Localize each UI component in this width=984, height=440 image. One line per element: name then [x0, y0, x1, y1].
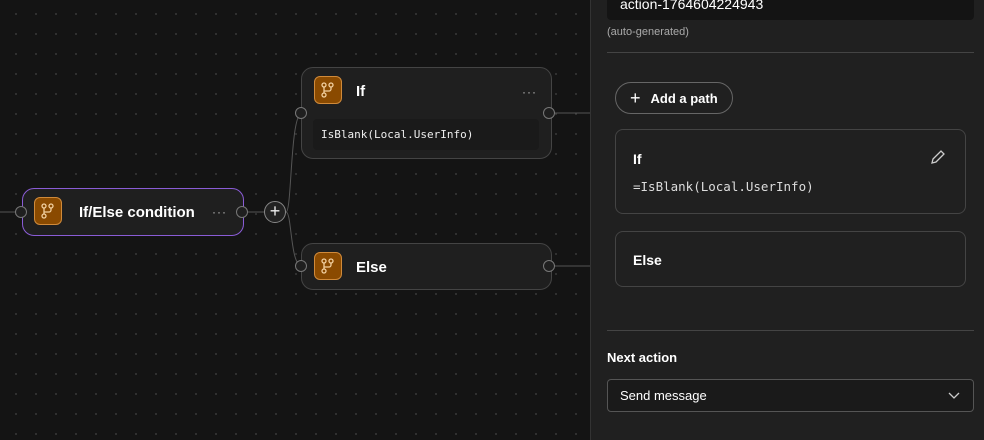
next-action-value: Send message: [620, 388, 707, 403]
output-port[interactable]: [236, 206, 248, 218]
chevron-down-icon: [947, 388, 961, 403]
path-card-else[interactable]: Else: [615, 231, 966, 287]
path-expression: =IsBlank(Local.UserInfo): [633, 179, 814, 194]
plus-icon: +: [630, 87, 641, 108]
node-if-else-condition[interactable]: If/Else condition ···: [22, 188, 244, 236]
divider: [607, 52, 974, 53]
node-if[interactable]: If ··· IsBlank(Local.UserInfo): [301, 67, 552, 159]
path-title: Else: [633, 252, 662, 268]
next-action-label: Next action: [607, 350, 678, 365]
node-title: If/Else condition: [79, 204, 195, 221]
flow-canvas[interactable]: If/Else condition ··· + If ··· IsBlank(L…: [0, 0, 590, 440]
branch-icon: [314, 76, 342, 104]
output-port[interactable]: [543, 260, 555, 272]
branch-icon: [314, 252, 342, 280]
more-options-icon[interactable]: ···: [212, 205, 227, 219]
next-action-select[interactable]: Send message: [607, 379, 974, 412]
output-port[interactable]: [543, 107, 555, 119]
node-title: If: [356, 83, 366, 100]
add-path-button[interactable]: + Add a path: [615, 82, 733, 114]
properties-panel: action-1764604224943 (auto-generated) + …: [590, 0, 984, 440]
input-port[interactable]: [295, 260, 307, 272]
path-title: If: [633, 151, 642, 167]
condition-expression: IsBlank(Local.UserInfo): [313, 119, 539, 150]
action-id-hint: (auto-generated): [607, 26, 689, 38]
more-options-icon[interactable]: ···: [522, 85, 537, 99]
add-step-button[interactable]: +: [264, 201, 286, 223]
action-id-field[interactable]: action-1764604224943: [607, 0, 974, 20]
path-card-if[interactable]: If =IsBlank(Local.UserInfo): [615, 129, 966, 214]
node-else[interactable]: Else: [301, 243, 552, 290]
edit-pencil-icon[interactable]: [929, 148, 947, 171]
branch-icon: [34, 197, 62, 225]
add-path-label: Add a path: [650, 90, 718, 106]
input-port[interactable]: [15, 206, 27, 218]
node-title: Else: [356, 259, 387, 276]
divider: [607, 330, 974, 331]
input-port[interactable]: [295, 107, 307, 119]
